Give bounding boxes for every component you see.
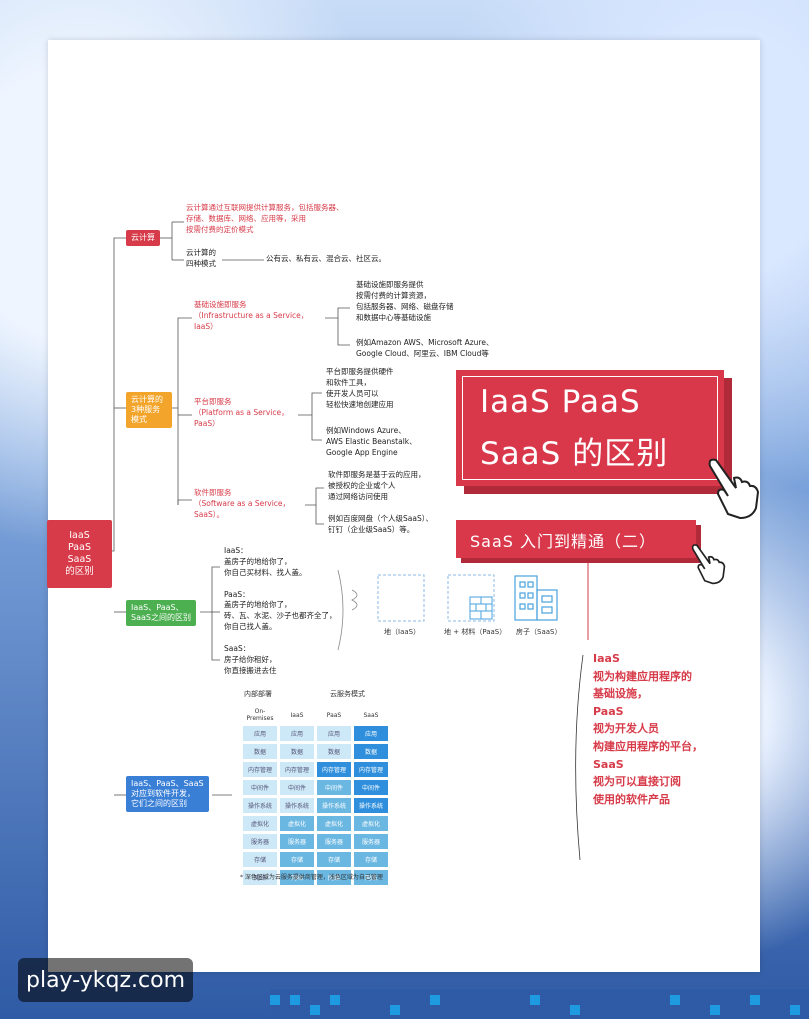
cell: 数据 xyxy=(317,744,351,759)
cell: 操作系统 xyxy=(317,798,351,813)
cloud-node: 云计算 xyxy=(126,230,160,246)
cell: 网络 xyxy=(280,870,314,885)
cell: 服务器 xyxy=(243,834,277,849)
cell: 网络 xyxy=(354,870,388,885)
iaas-title: 基础设施即服务 （Infrastructure as a Service， Ia… xyxy=(194,300,309,331)
cell: 服务器 xyxy=(280,834,314,849)
cell: 存储 xyxy=(317,852,351,867)
paas-examples: 例如Windows Azure、 AWS Elastic Beanstalk、 … xyxy=(326,426,417,457)
cell: 虚拟化 xyxy=(354,816,388,831)
saas-examples: 例如百度网盘（个人级SaaS）、 钉钉（企业级SaaS）等。 xyxy=(328,514,433,534)
cell: 中间件 xyxy=(354,780,388,795)
land-caption: 地（IaaS） xyxy=(384,628,421,636)
paas-title: 平台即服务 （Platform as a Service， PaaS） xyxy=(194,397,289,428)
watermark: play-ykqz.com xyxy=(18,958,193,1002)
paas-description: 平台即服务提供硬件 和软件工具， 使开发人员可以 轻松快速地创建应用 xyxy=(326,367,394,409)
cell: 操作系统 xyxy=(243,798,277,813)
title-banner: IaaS PaaS SaaS 的区别 xyxy=(456,370,724,486)
saas-description: 软件即服务是基于云的应用， 被授权的企业或个人 通过网络访问使用 xyxy=(328,470,426,501)
cell: 虚拟化 xyxy=(280,816,314,831)
cell: 数据 xyxy=(243,744,277,759)
materials-caption: 地 + 材料（PaaS） xyxy=(444,628,507,636)
house-analogy-text: IaaS： 盖房子的地给你了， 你自己买材料、找人盖。 PaaS： 盖房子的地给… xyxy=(224,546,337,675)
cell: 操作系统 xyxy=(354,798,388,813)
cell: 服务器 xyxy=(354,834,388,849)
cell: 内存管理 xyxy=(317,762,351,777)
services-node: 云计算的 3种服务 模式 xyxy=(126,392,172,428)
title-line-2: SaaS 的区别 xyxy=(480,436,669,472)
cloud-definition: 云计算通过互联网提供计算服务，包括服务器、 存储、数据库、网络、应用等，采用 按… xyxy=(186,203,344,234)
root-node: IaaS PaaS SaaS 的区别 xyxy=(47,520,112,588)
cell: 虚拟化 xyxy=(317,816,351,831)
saas-title: 软件即服务 （Software as a Service， SaaS）。 xyxy=(194,488,291,519)
title-banner-frame xyxy=(462,376,718,480)
cell: 服务器 xyxy=(317,834,351,849)
cell: 操作系统 xyxy=(280,798,314,813)
cell: 内存管理 xyxy=(354,762,388,777)
cell: 存储 xyxy=(243,852,277,867)
iaas-examples: 例如Amazon AWS、Microsoft Azure、 Google Clo… xyxy=(356,338,494,358)
responsibility-table: On-Premises IaaS PaaS SaaS 应用应用应用应用 数据数据… xyxy=(240,704,391,888)
house-analogy-node: IaaS、PaaS、 SaaS之间的区别 xyxy=(126,600,196,626)
cell: 应用 xyxy=(280,726,314,741)
cloud-models-header: 云服务模式 xyxy=(330,690,365,698)
on-premises-header: 内部部署 xyxy=(244,690,272,698)
cell: 存储 xyxy=(354,852,388,867)
cell: 数据 xyxy=(354,744,388,759)
cell: 虚拟化 xyxy=(243,816,277,831)
checker-pattern xyxy=(270,989,809,1019)
col-iaas: IaaS xyxy=(290,711,304,719)
summary-note: IaaS 视为构建应用程序的 基础设施， PaaS 视为开发人员 构建应用程序的… xyxy=(593,652,703,806)
house-caption: 房子（SaaS） xyxy=(516,628,562,636)
cloud-models: 公有云、私有云、混合云、社区云。 xyxy=(266,254,386,263)
content-sheet xyxy=(48,40,760,972)
cell: 内存管理 xyxy=(243,762,277,777)
cell: 应用 xyxy=(317,726,351,741)
subtitle-text: SaaS 入门到精通（二） xyxy=(470,532,657,551)
table-note: * 深色区域为云服务提供商管理，浅色区域为自己管理 xyxy=(240,874,383,881)
cell: 应用 xyxy=(243,726,277,741)
cell: 中间件 xyxy=(280,780,314,795)
cell: 存储 xyxy=(280,852,314,867)
cell: 中间件 xyxy=(317,780,351,795)
iaas-description: 基础设施即服务提供 按需付费的计算资源， 包括服务器、网络、磁盘存储 和数据中心… xyxy=(356,280,454,322)
title-line-1: IaaS PaaS xyxy=(480,384,641,420)
cloud-models-label: 云计算的 四种模式 xyxy=(186,248,216,268)
col-saas: SaaS xyxy=(363,711,379,719)
cell: 网络 xyxy=(317,870,351,885)
cell: 内存管理 xyxy=(280,762,314,777)
pointing-hand-small-icon xyxy=(691,544,726,585)
col-paas: PaaS xyxy=(326,711,342,719)
cell: 应用 xyxy=(354,726,388,741)
cell: 网络 xyxy=(243,870,277,885)
col-on-premises: On-Premises xyxy=(246,708,274,722)
subtitle-banner: SaaS 入门到精通（二） xyxy=(456,520,696,558)
pointing-hand-icon xyxy=(708,458,760,520)
cell: 中间件 xyxy=(243,780,277,795)
software-dev-node: IaaS、PaaS、SaaS 对应到软件开发， 它们之间的区别 xyxy=(126,776,209,812)
cell: 数据 xyxy=(280,744,314,759)
